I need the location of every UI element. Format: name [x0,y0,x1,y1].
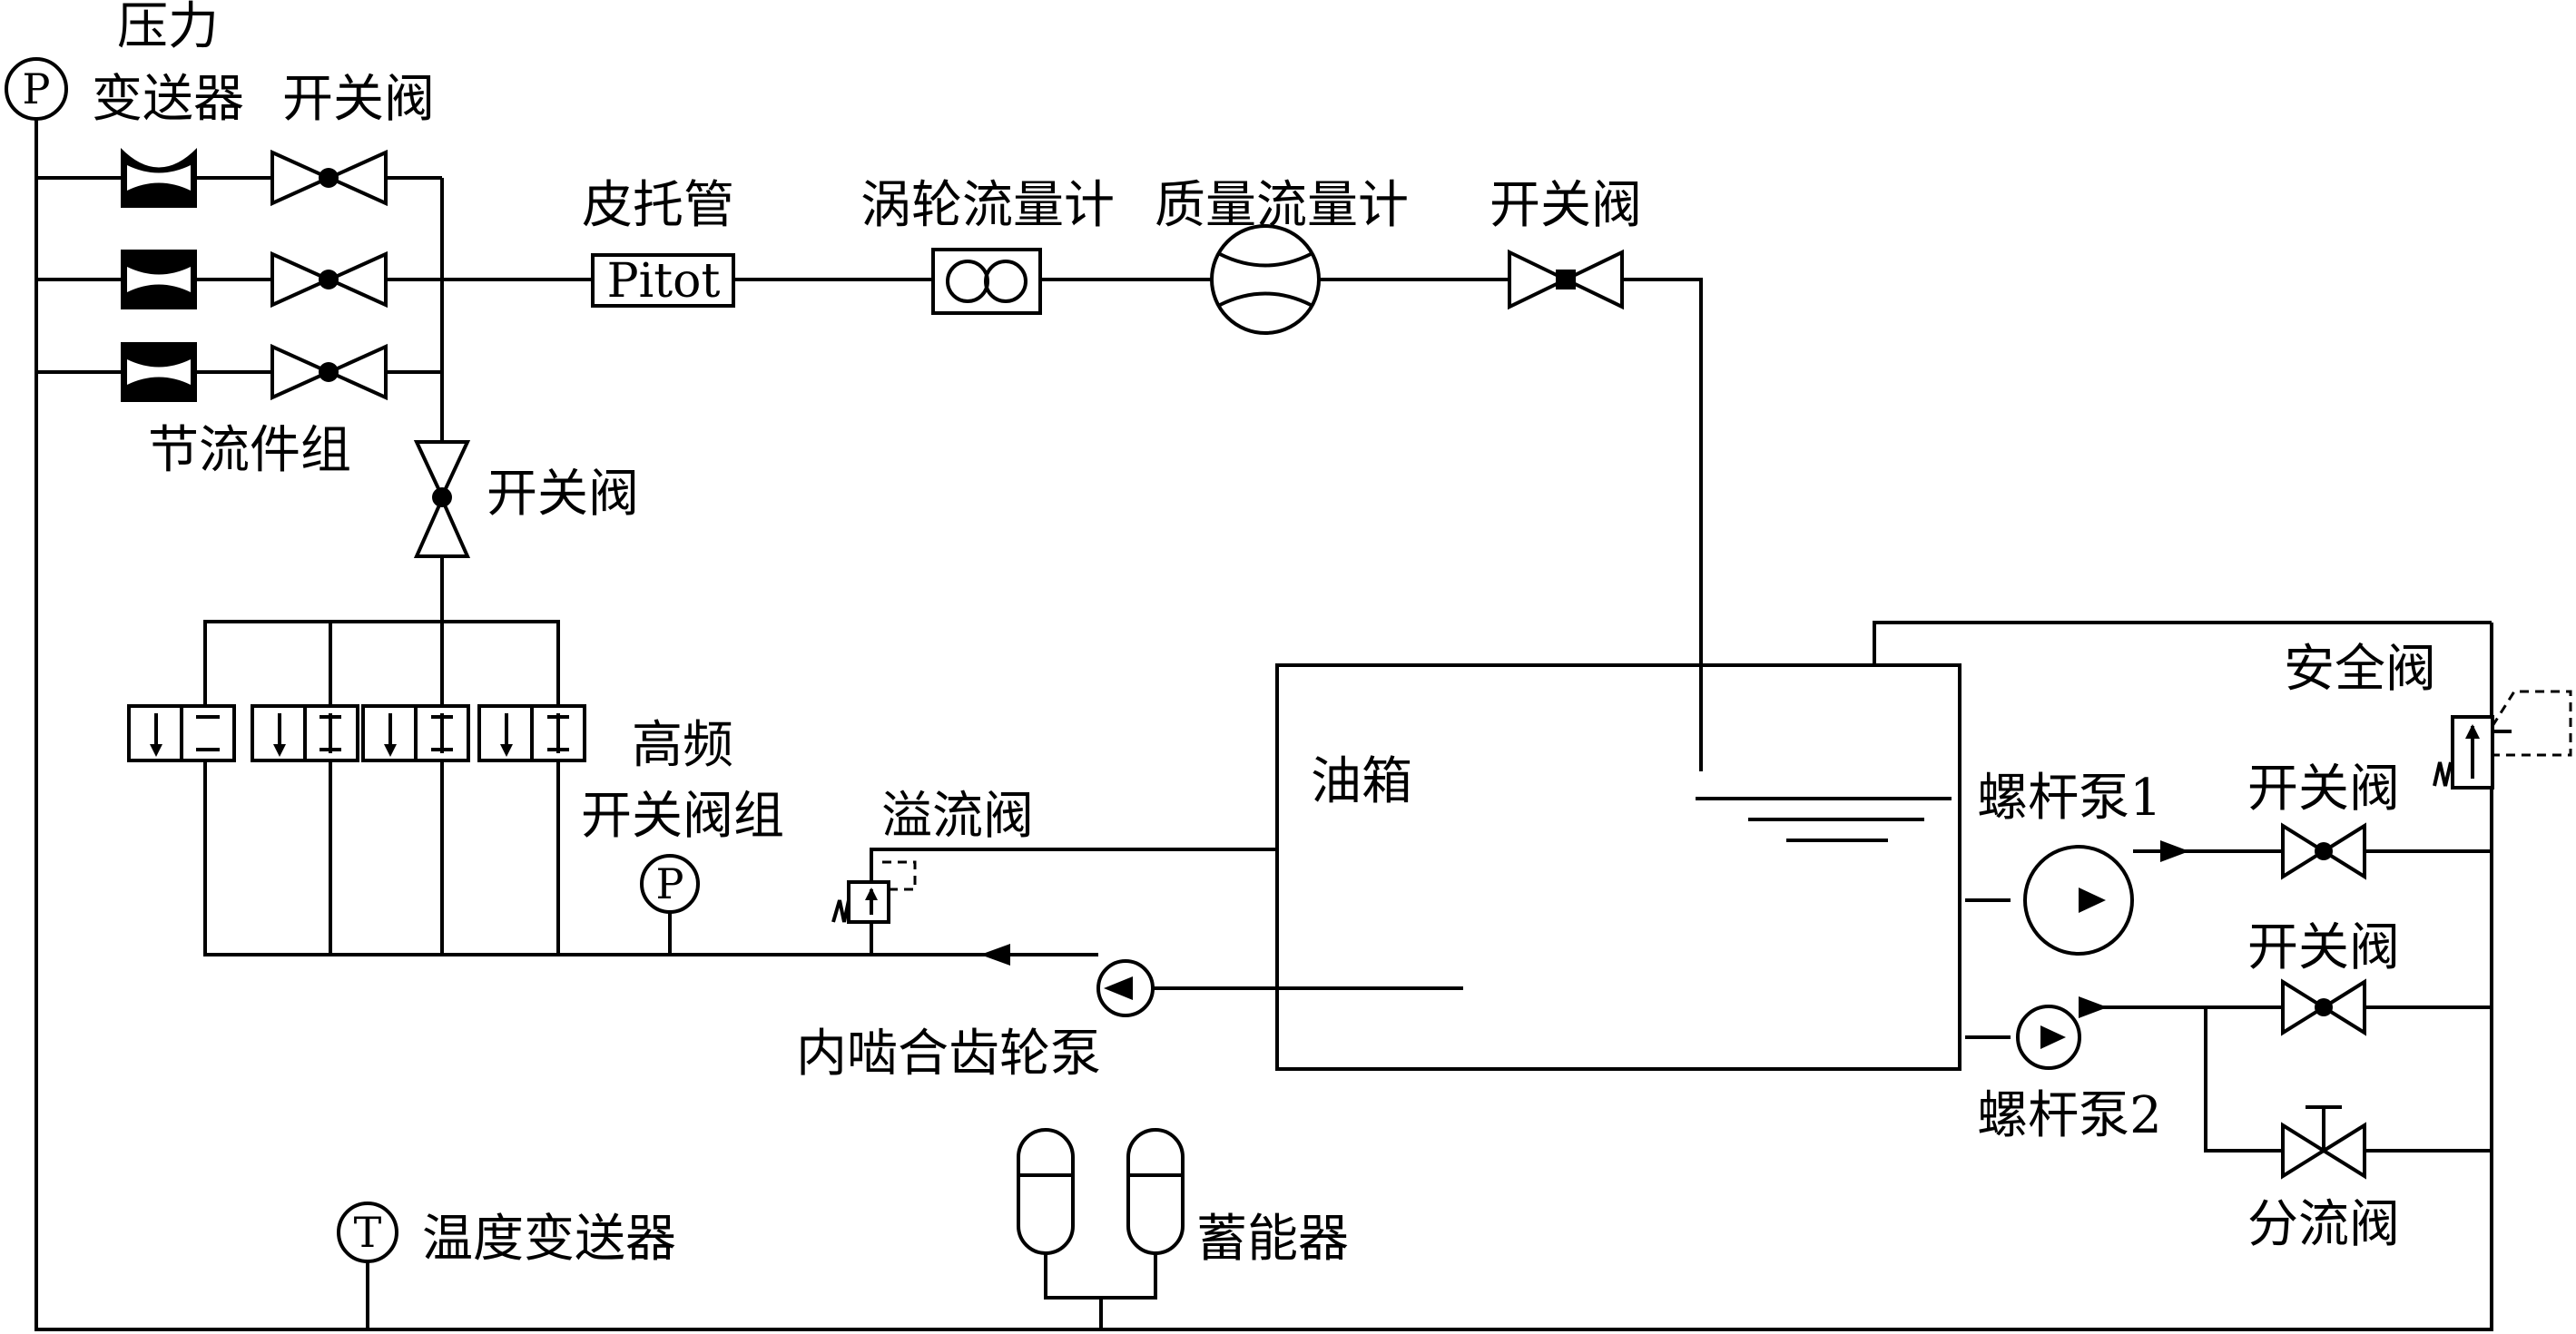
pressure-symbol-pump: P [656,859,684,908]
throttle-element-2 [121,250,197,309]
temperature-transmitter: T [337,1202,398,1263]
throttle-element-1 [121,148,197,208]
label-high-freq: 高频 [632,716,733,775]
pump1-shutoff-valve [2281,822,2366,880]
label-pitot-tube: 皮托管 [582,176,734,235]
label-pump1-shutoff-valve: 开关阀 [2247,760,2400,819]
label-valve-group: 开关阀组 [581,787,784,846]
throttle-element-3 [121,342,197,402]
high-freq-valve-1 [127,704,236,762]
flow-arrows [980,840,2189,1018]
label-safety-valve: 安全阀 [2284,640,2436,699]
accumulator [1017,1128,1185,1300]
label-throttle-shutoff-valve: 开关阀 [282,70,435,129]
label-internal-gear-pump: 内啮合齿轮泵 [796,1025,1101,1084]
high-freq-valve-2 [251,704,359,762]
high-freq-valve-3 [361,704,470,762]
screw-pump-1 [2023,845,2134,956]
high-freq-valve-4 [477,704,586,762]
pressure-transmitter-top: P [5,57,68,121]
label-screw-pump-2: 螺杆泵2 [1977,1086,2162,1145]
shutoff-valve-vertical [413,440,471,558]
main-line-shutoff-valve [1508,249,1624,310]
label-vertical-shutoff-valve: 开关阀 [487,465,639,524]
internal-gear-pump [1096,959,1155,1017]
diverter-valve [2281,1105,2366,1180]
shutoff-valve-branch-2 [270,250,388,309]
pitot-tube: Pitot [591,253,735,309]
relief-valve [831,860,917,924]
temperature-symbol: T [354,1208,382,1257]
label-screw-pump-1: 螺杆泵1 [1977,769,2162,828]
safety-valve [2433,690,2572,790]
shutoff-valve-branch-1 [270,149,388,207]
label-turbine-flowmeter: 涡轮流量计 [860,176,1115,235]
turbine-flowmeter [931,248,1042,315]
pressure-transmitter-pump: P [640,854,700,914]
label-pump2-shutoff-valve: 开关阀 [2247,918,2400,977]
label-diverter-valve: 分流阀 [2247,1195,2400,1254]
label-oil-tank: 油箱 [1311,752,1412,811]
screw-pump-2 [2016,1005,2081,1070]
label-main-line-shutoff-valve: 开关阀 [1490,176,1642,235]
mass-flowmeter [1210,224,1321,335]
piping [34,120,2512,1331]
label-mass-flowmeter: 质量流量计 [1155,176,1409,235]
label-throttle-group: 节流件组 [148,421,351,480]
pressure-symbol-top: P [23,64,51,113]
pitot-symbol-text: Pitot [607,254,721,309]
pump2-shutoff-valve [2281,978,2366,1036]
label-relief-valve: 溢流阀 [881,787,1034,846]
label-pressure: 压力 [117,0,219,56]
label-temperature-transmitter: 温度变送器 [422,1210,676,1269]
shutoff-valve-branch-3 [270,343,388,401]
oil-tank [1275,663,1961,1071]
label-accumulator: 蓄能器 [1196,1210,1349,1269]
label-transmitter: 变送器 [92,70,244,129]
